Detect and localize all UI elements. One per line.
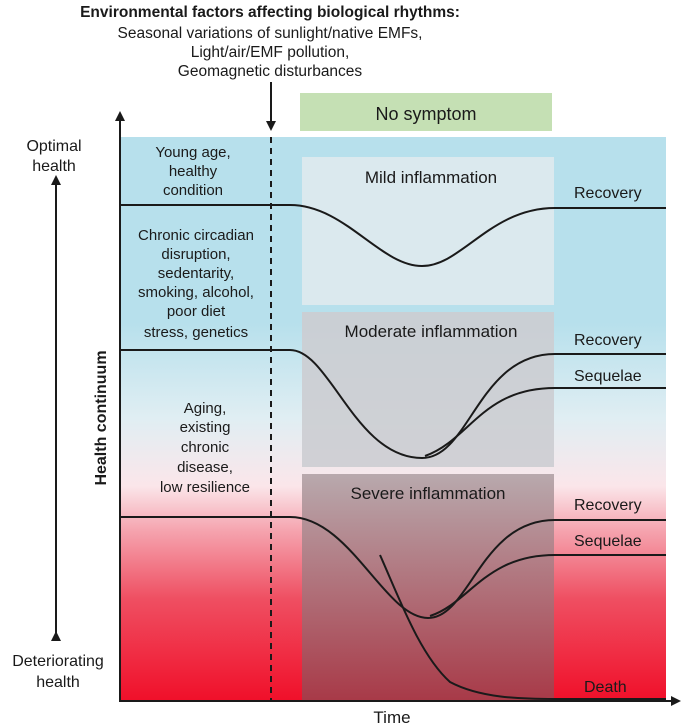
risk-lifestyle-1: Chronic circadian	[138, 227, 254, 244]
risk-lifestyle-2: disruption,	[161, 246, 230, 263]
severe-sequelae-label: Sequelae	[574, 533, 642, 550]
deteriorating-health-label-2: health	[36, 674, 80, 691]
risk-lifestyle-3: sedentarity,	[158, 265, 234, 282]
risk-lifestyle-6: stress, genetics	[144, 324, 248, 341]
moderate-recovery-curve	[120, 349, 666, 460]
moderate-inflammation-title: Moderate inflammation	[345, 322, 518, 341]
risk-aging-4: disease,	[177, 459, 233, 476]
mild-curve	[120, 204, 666, 268]
risk-aging-2: existing	[180, 419, 231, 436]
trajectory-curves	[120, 204, 666, 700]
moderate-recovery-label: Recovery	[574, 332, 642, 349]
risk-young-2: healthy	[169, 163, 218, 180]
severe-death-curve	[379, 554, 666, 700]
deteriorating-health-label-1: Deteriorating	[12, 653, 104, 670]
risk-lifestyle-4: smoking, alcohol,	[138, 284, 254, 301]
mild-inflammation-panel	[302, 157, 554, 305]
moderate-sequelae-label: Sequelae	[574, 368, 642, 385]
severe-inflammation-panel	[302, 474, 554, 700]
risk-lifestyle-5: poor diet	[167, 303, 226, 320]
optimal-health-label-1: Optimal	[26, 138, 81, 155]
no-symptom-box	[300, 93, 552, 131]
severe-inflammation-title: Severe inflammation	[351, 484, 506, 503]
moderate-sequelae-curve	[424, 387, 666, 457]
no-symptom-label: No symptom	[375, 104, 476, 124]
severe-recovery-curve	[120, 516, 666, 620]
risk-aging-5: low resilience	[160, 479, 250, 496]
header-line-2: Light/air/EMF pollution,	[191, 44, 350, 61]
y-axis-label: Health continuum	[93, 350, 110, 485]
risk-aging-3: chronic	[181, 439, 230, 456]
header-line-3: Geomagnetic disturbances	[178, 63, 363, 80]
header-line-1: Seasonal variations of sunlight/native E…	[118, 25, 423, 42]
severe-death-label: Death	[584, 679, 627, 696]
optimal-health-label-2: health	[32, 158, 76, 175]
risk-young-3: condition	[163, 182, 223, 199]
risk-young-1: Young age,	[155, 144, 230, 161]
risk-aging-1: Aging,	[184, 400, 227, 417]
mild-recovery-label: Recovery	[574, 185, 642, 202]
severe-recovery-label: Recovery	[574, 497, 642, 514]
mild-inflammation-title: Mild inflammation	[365, 168, 497, 187]
moderate-inflammation-panel	[302, 312, 554, 467]
x-axis-label: Time	[373, 708, 410, 726]
severe-sequelae-curve	[429, 554, 666, 617]
header-title: Environmental factors affecting biologic…	[80, 4, 460, 21]
